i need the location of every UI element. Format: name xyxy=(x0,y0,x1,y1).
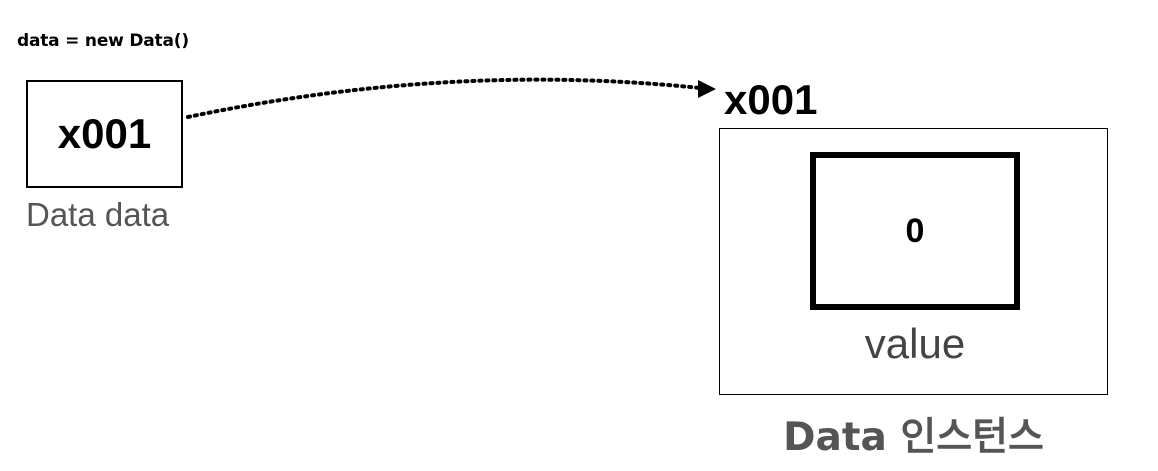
field-box: 0 xyxy=(810,152,1020,310)
instance-label: Data 인스턴스 xyxy=(783,415,1044,460)
variable-label: Data data xyxy=(26,196,170,233)
variable-box: x001 xyxy=(26,80,183,188)
field-label: value xyxy=(864,320,966,367)
instance-address: x001 xyxy=(724,76,818,123)
field-value: 0 xyxy=(905,211,925,250)
variable-reference-value: x001 xyxy=(57,110,152,157)
reference-arrow-line xyxy=(186,77,702,119)
reference-arrow-head xyxy=(698,80,716,98)
code-statement: data = new Data() xyxy=(17,31,189,51)
